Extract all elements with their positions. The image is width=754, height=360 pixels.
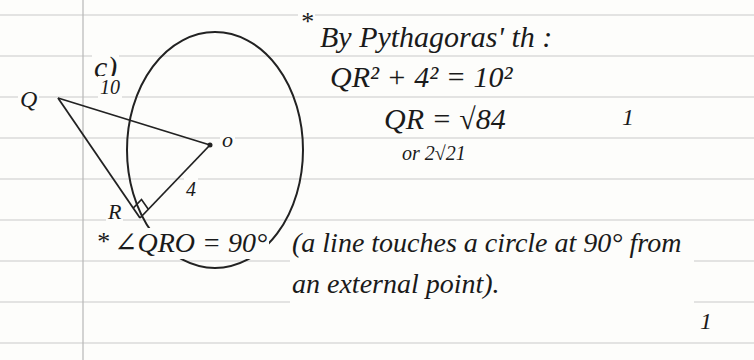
margin-line <box>82 0 83 360</box>
ruled-lines <box>0 15 754 343</box>
reason-text: (a line touches a circle at 90° from an … <box>290 222 694 304</box>
working-text: By Pythagoras' th : <box>318 20 554 53</box>
mark-number: 1 <box>620 104 636 130</box>
equation: ∠QRO = 90° <box>112 228 269 259</box>
equation: QR² + 4² = 10² <box>328 60 514 93</box>
length-label: 10 <box>98 76 122 98</box>
equation: QR = √84 <box>382 102 508 135</box>
point-label: o <box>220 128 235 152</box>
bullet-mark: * <box>298 8 315 37</box>
tangent-qr <box>58 98 140 218</box>
mark-number: 1 <box>698 308 714 334</box>
radius-or <box>140 145 210 218</box>
right-angle-mark <box>133 200 148 210</box>
line-qo <box>58 98 210 145</box>
point-label: R <box>106 200 123 224</box>
length-label: 4 <box>184 178 198 200</box>
equation: or 2√21 <box>400 142 468 164</box>
bullet-mark: * <box>94 228 111 257</box>
centre-dot <box>208 143 213 148</box>
point-label: Q <box>18 86 39 112</box>
